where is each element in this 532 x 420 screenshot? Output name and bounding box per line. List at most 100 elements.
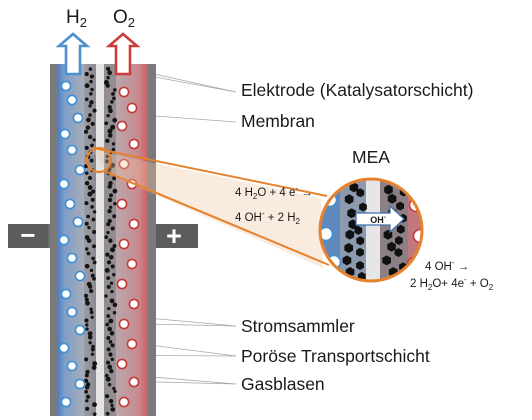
positive-terminal-label: + — [166, 221, 182, 251]
catalyst-particle — [108, 352, 113, 357]
catalyst-particle — [83, 129, 89, 134]
o2-bubble — [128, 376, 140, 388]
catalyst-particle — [110, 289, 114, 294]
catalyst-particle — [106, 66, 111, 71]
anode-reaction: 4 OH- → — [425, 254, 469, 276]
catalyst-particle — [356, 247, 364, 257]
catalyst-particle — [104, 121, 109, 126]
catalyst-particle — [90, 273, 95, 278]
o2-bubble — [128, 298, 140, 310]
anode-reaction-line2: 2 H2O+ 4e- + O2 — [410, 275, 494, 293]
catalyst-particle — [106, 222, 111, 227]
catalyst-particle — [90, 87, 94, 92]
h2-outlet-arrow — [55, 32, 91, 76]
catalyst-particle — [112, 273, 116, 277]
catalyst-particle — [90, 143, 94, 148]
catalyst-particle — [105, 83, 110, 88]
catalyst-particle — [87, 226, 91, 230]
o2-bubble — [126, 258, 138, 270]
catalyst-particle — [387, 241, 396, 252]
h2-bubble — [74, 378, 86, 390]
catalyst-particle — [109, 298, 115, 304]
catalyst-particle — [84, 201, 89, 206]
catalyst-particle — [382, 255, 391, 266]
catalyst-particle — [86, 251, 91, 256]
mea-title: MEA — [352, 147, 390, 167]
catalyst-particle — [112, 311, 117, 315]
h2-bubble — [58, 234, 70, 246]
catalyst-particle — [89, 79, 93, 84]
h2-bubble — [59, 128, 71, 140]
catalyst-particle — [344, 194, 354, 205]
catalyst-particle — [84, 389, 89, 394]
catalyst-particle — [109, 205, 113, 209]
h2-bubble — [66, 252, 78, 264]
current-collector-left — [50, 64, 58, 416]
catalyst-particle — [109, 331, 115, 336]
catalyst-particle — [105, 411, 110, 416]
catalyst-particle — [106, 314, 111, 318]
catalyst-particle — [112, 188, 118, 194]
catalyst-particle — [359, 202, 367, 212]
catalyst-particle — [92, 138, 96, 142]
catalyst-particle — [110, 124, 116, 130]
h2-bubble — [66, 94, 78, 106]
catalyst-particle — [105, 154, 109, 159]
catalyst-particle — [107, 306, 111, 311]
catalyst-particle — [83, 293, 89, 298]
catalyst-particle — [109, 368, 114, 374]
catalyst-particle — [88, 104, 92, 108]
o2-bubble — [116, 198, 128, 210]
catalyst-particle — [106, 284, 111, 289]
catalyst-particle — [342, 255, 352, 266]
o2-bubble — [118, 158, 130, 170]
o2-bubble — [118, 396, 130, 408]
o2-bubble — [128, 138, 140, 150]
positive-terminal-bg — [150, 224, 198, 248]
catalyst-particle — [84, 221, 89, 226]
catalyst-particle — [84, 357, 89, 362]
catalyst-particle — [112, 302, 118, 308]
catalyst-particle — [92, 108, 97, 113]
label-electrode: Elektrode (Katalysatorschicht) — [241, 80, 474, 100]
catalyst-particle — [86, 214, 90, 219]
callout-line-bottom — [105, 171, 330, 266]
catalyst-particle — [105, 252, 110, 257]
negative-terminal-bg — [8, 224, 48, 248]
catalyst-particle — [89, 307, 93, 311]
h2-bubble — [74, 324, 86, 336]
cathode-reaction-line2: 4 OH- + 2 H2 — [235, 209, 300, 227]
catalyst-particle — [356, 236, 365, 246]
catalyst-particle — [110, 247, 115, 253]
cathode-reaction: 4 H2O + 4 e- → 4 OH- + 2 H2 — [235, 180, 313, 230]
catalyst-particle — [91, 365, 97, 370]
catalyst-particle — [91, 256, 95, 261]
catalyst-particle — [109, 255, 114, 260]
catalyst-particle — [84, 97, 89, 102]
catalyst-particle — [92, 230, 97, 234]
o2-bubble — [118, 238, 130, 250]
catalyst-particle — [84, 83, 90, 89]
catalyst-particle — [106, 113, 110, 118]
catalyst-particle — [107, 364, 113, 370]
callout-source-circle — [85, 146, 113, 174]
label-bubbles: Gasblasen — [241, 374, 325, 394]
catalyst-particle — [107, 184, 112, 189]
catalyst-particle — [105, 159, 109, 164]
h2-bubble — [66, 144, 78, 156]
catalyst-particle — [107, 208, 112, 214]
catalyst-particle — [109, 281, 114, 285]
catalyst-particle — [110, 403, 114, 408]
catalyst-particle — [107, 133, 113, 138]
catalyst-particle — [108, 238, 113, 243]
catalyst-particle — [87, 334, 93, 340]
catalyst-particle — [104, 267, 110, 273]
catalyst-particle — [396, 224, 405, 234]
catalyst-particle — [104, 235, 109, 239]
h2-bubble — [60, 396, 72, 408]
catalyst-particle — [85, 394, 91, 399]
catalyst-particle — [90, 205, 94, 209]
catalyst-particle — [111, 147, 116, 152]
catalyst-particle — [108, 340, 113, 344]
